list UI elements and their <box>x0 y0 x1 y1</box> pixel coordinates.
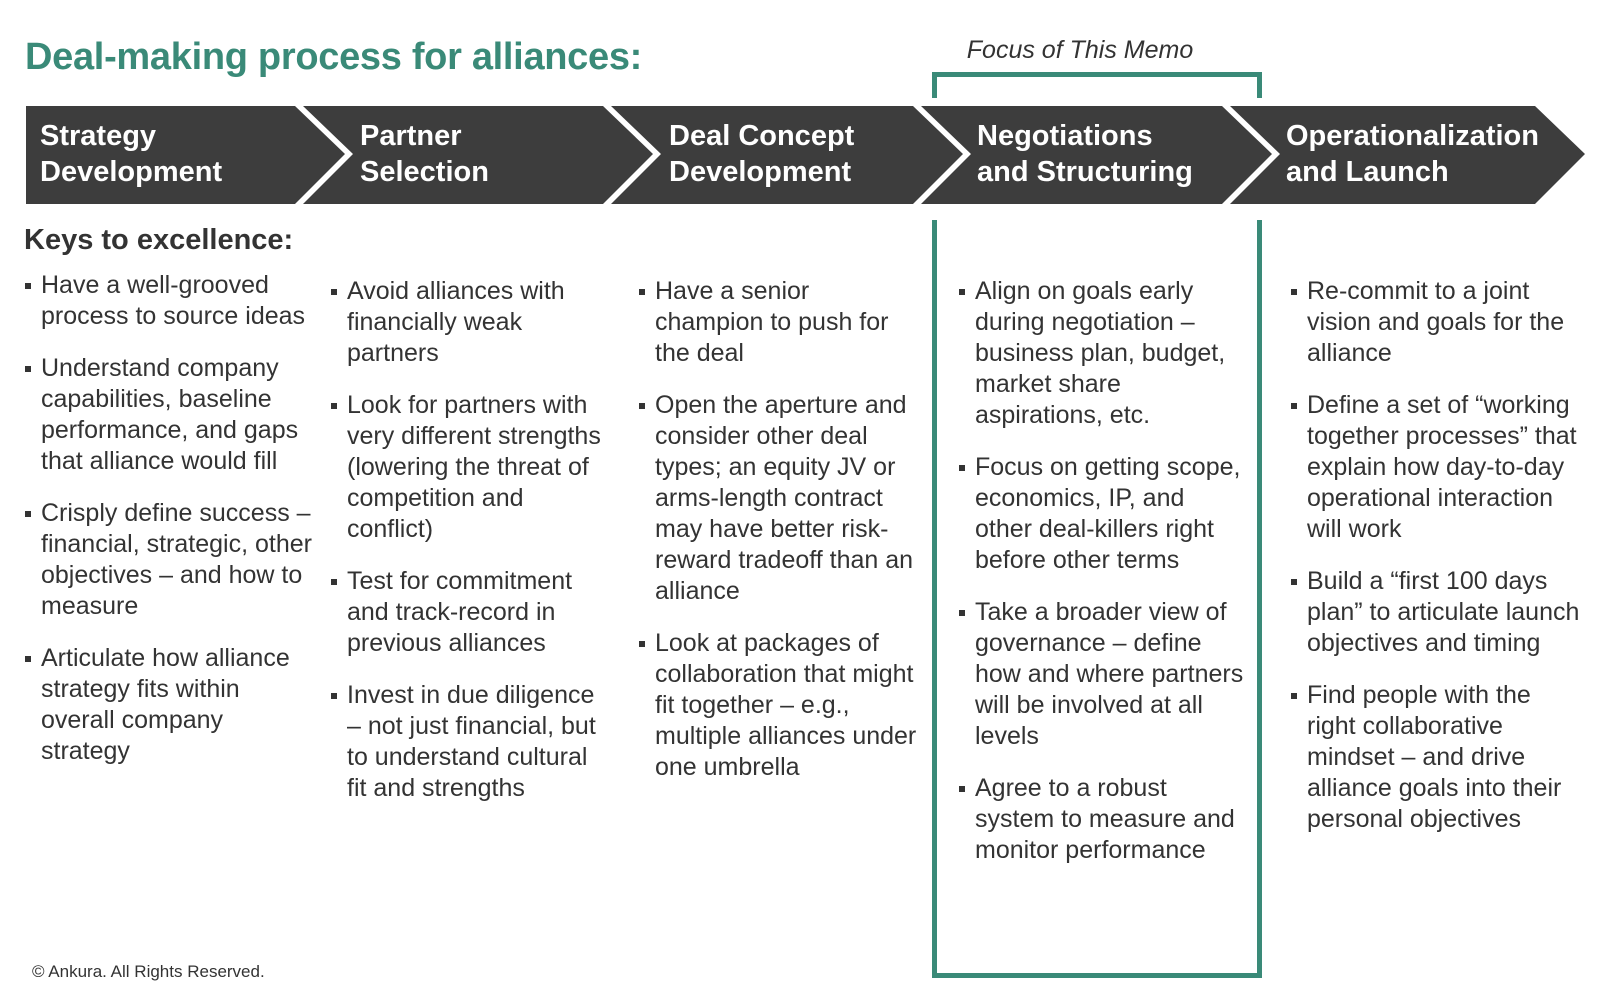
bullet-item: Invest in due diligence – not just finan… <box>330 680 610 804</box>
chevron-strategy-development <box>26 106 345 204</box>
focus-box <box>932 220 1262 978</box>
bullet-item: Avoid alliances with financially weak pa… <box>330 276 610 369</box>
bullet-item: Open the aperture and consider other dea… <box>638 390 918 607</box>
page-title: Deal-making process for alliances: <box>25 36 643 78</box>
chevron-operationalization-launch <box>1230 106 1585 204</box>
bullet-item: Look for partners with very different st… <box>330 390 610 545</box>
bullet-item: Find people with the right collaborative… <box>1290 680 1580 835</box>
focus-bracket <box>932 72 1262 98</box>
step-2-bullets: Avoid alliances with financially weak pa… <box>330 276 610 825</box>
bullet-item: Articulate how alliance strategy fits wi… <box>24 643 314 767</box>
bullet-item: Focus on getting scope, economics, IP, a… <box>958 452 1248 576</box>
bullet-item: Define a set of “working together proces… <box>1290 390 1580 545</box>
bullet-item: Look at packages of collaboration that m… <box>638 628 918 783</box>
copyright-notice: © Ankura. All Rights Reserved. <box>32 962 265 981</box>
chevron-negotiations-structuring <box>921 106 1272 204</box>
bullet-item: Build a “first 100 days plan” to articul… <box>1290 566 1580 659</box>
bullet-item: Crisply define success – financial, stra… <box>24 498 314 622</box>
bullet-item: Take a broader view of governance – defi… <box>958 597 1248 752</box>
bullet-item: Align on goals early during negotiation … <box>958 276 1248 431</box>
bullet-item: Re-commit to a joint vision and goals fo… <box>1290 276 1580 369</box>
step-1-bullets: Have a well-grooved process to source id… <box>24 270 314 788</box>
chevron-partner-selection <box>303 106 653 204</box>
focus-label: Focus of This Memo <box>966 36 1194 64</box>
bullet-item: Agree to a robust system to measure and … <box>958 773 1248 866</box>
chevron-deal-concept-development <box>611 106 963 204</box>
keys-heading: Keys to excellence: <box>24 224 294 256</box>
step-3-bullets: Have a senior champion to push for the d… <box>638 276 918 804</box>
bullet-item: Have a senior champion to push for the d… <box>638 276 918 369</box>
step-5-bullets: Re-commit to a joint vision and goals fo… <box>1290 276 1580 856</box>
bullet-item: Understand company capabilities, baselin… <box>24 353 314 477</box>
step-4-bullets: Align on goals early during negotiation … <box>958 276 1248 887</box>
bullet-item: Have a well-grooved process to source id… <box>24 270 314 332</box>
bullet-item: Test for commitment and track-record in … <box>330 566 610 659</box>
